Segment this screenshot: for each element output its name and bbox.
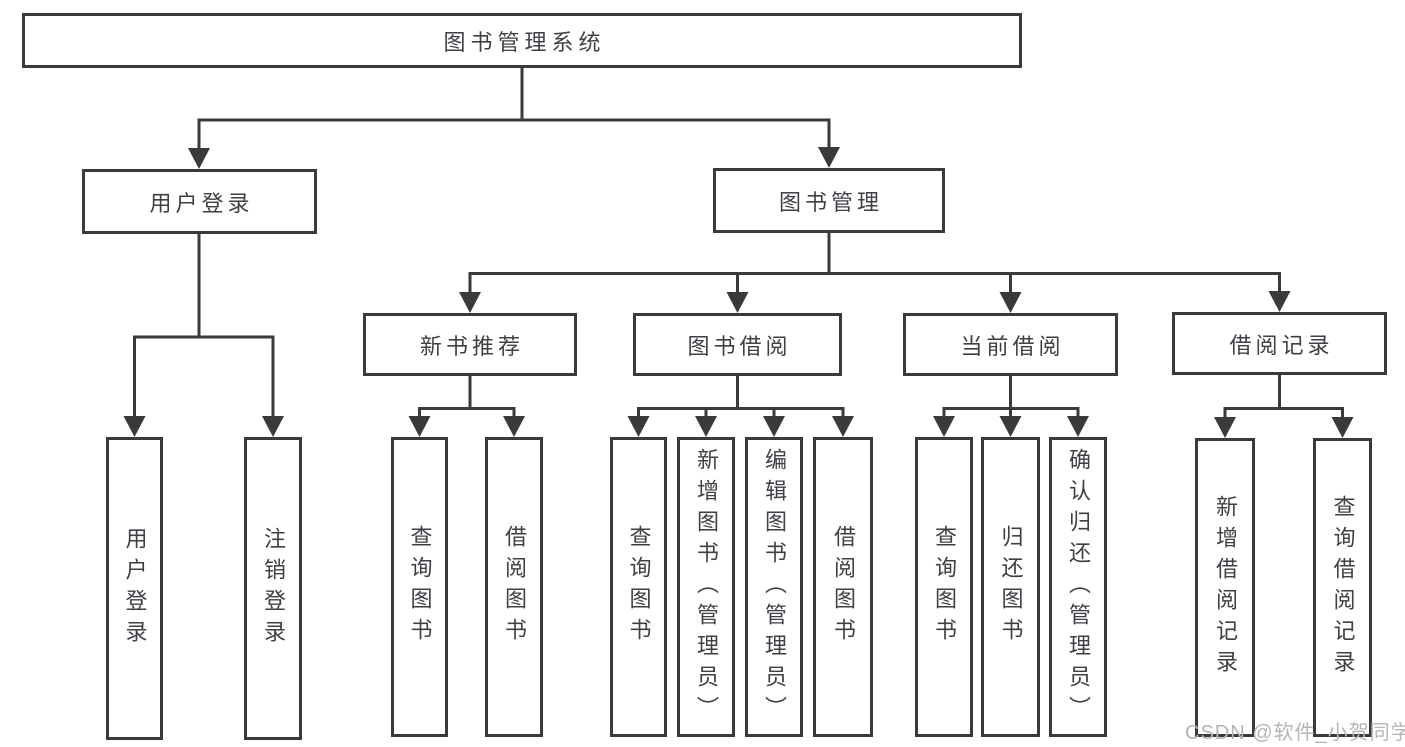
node-borrow-records: 借阅记录 [1172, 312, 1387, 375]
leaf-user-login-label: 用户登录 [122, 526, 148, 651]
arrowhead-down [503, 416, 525, 437]
node-new-book-recommend-label: 新书推荐 [419, 333, 524, 359]
node-user-login: 用户登录 [82, 169, 317, 234]
arrowhead-down [999, 416, 1022, 437]
arrowheads [123, 147, 1354, 438]
leaf-query-books-current: 查询图书 [915, 437, 973, 737]
leaf-query-books-recommend-label: 查询图书 [407, 525, 433, 649]
arrowhead-down [188, 148, 210, 169]
node-root: 图书管理系统 [22, 13, 1022, 68]
leaf-borrow-books-recommend-label: 借阅图书 [502, 525, 527, 649]
arrowhead-down [763, 416, 785, 437]
arrowhead-down [818, 147, 840, 168]
connector-current-borrow-children [942, 376, 1080, 419]
node-root-label: 图书管理系统 [443, 29, 606, 55]
leaf-logout-label: 注销登录 [261, 526, 286, 651]
connector-user-login-children [133, 234, 275, 419]
arrowhead-down [1067, 416, 1089, 437]
connector-book-management-children [468, 233, 1281, 295]
leaf-edit-book-admin: 编辑图书（管理员） [745, 437, 803, 737]
arrowhead-down [1331, 417, 1354, 438]
node-new-book-recommend: 新书推荐 [363, 313, 577, 376]
leaf-confirm-return-admin-label: 确认归还（管理员） [1066, 447, 1091, 727]
node-book-borrow-label: 图书借阅 [687, 333, 792, 359]
connector-borrow-records-children [1223, 375, 1344, 420]
arrowhead-down [999, 292, 1022, 313]
connector-book-borrow-children [637, 376, 845, 419]
arrowhead-down [1268, 291, 1291, 312]
leaf-query-books-borrow: 查询图书 [610, 437, 667, 737]
leaf-query-books-borrow-label: 查询图书 [626, 525, 652, 649]
arrowhead-down [459, 292, 481, 313]
leaf-query-borrow-record-label: 查询借阅记录 [1330, 494, 1356, 681]
arrowhead-down [1214, 417, 1236, 438]
arrowhead-down [695, 416, 717, 437]
node-user-login-label: 用户登录 [149, 190, 254, 216]
node-book-borrow: 图书借阅 [633, 313, 842, 376]
connector-new-book-recommend-children [418, 376, 516, 419]
leaf-add-book-admin: 新增图书（管理员） [677, 437, 735, 737]
arrowhead-down [933, 416, 955, 437]
leaf-query-borrow-record: 查询借阅记录 [1313, 438, 1372, 737]
watermark-text: CSDN @软件_小贺同学 [1185, 722, 1405, 744]
leaf-user-login: 用户登录 [106, 437, 163, 740]
arrowhead-down [832, 416, 854, 437]
arrowhead-down [726, 292, 749, 313]
leaf-query-books-current-label: 查询图书 [932, 525, 957, 649]
leaf-return-book-label: 归还图书 [998, 525, 1024, 649]
leaf-add-borrow-record: 新增借阅记录 [1195, 438, 1255, 737]
node-book-management-label: 图书管理 [778, 189, 883, 215]
connector-root-to-level2 [197, 68, 831, 151]
arrowhead-down [627, 416, 650, 437]
leaf-add-borrow-record-label: 新增借阅记录 [1213, 494, 1238, 681]
node-borrow-records-label: 借阅记录 [1229, 332, 1334, 358]
leaf-borrow-books-recommend: 借阅图书 [485, 437, 543, 737]
arrowhead-down [123, 416, 146, 437]
node-current-borrow-label: 当前借阅 [960, 333, 1065, 359]
arrowhead-down [408, 416, 431, 437]
arrowhead-down [262, 416, 284, 437]
node-current-borrow: 当前借阅 [903, 313, 1118, 376]
leaf-add-book-admin-label: 新增图书（管理员） [694, 447, 719, 727]
leaf-return-book: 归还图书 [981, 437, 1040, 737]
leaf-borrow-books-label: 借阅图书 [831, 525, 856, 649]
node-book-management: 图书管理 [713, 168, 945, 233]
leaf-query-books-recommend: 查询图书 [391, 437, 448, 737]
leaf-confirm-return-admin: 确认归还（管理员） [1049, 437, 1107, 737]
leaf-edit-book-admin-label: 编辑图书（管理员） [762, 447, 787, 727]
leaf-borrow-books: 借阅图书 [813, 437, 873, 737]
leaf-logout: 注销登录 [244, 437, 302, 740]
